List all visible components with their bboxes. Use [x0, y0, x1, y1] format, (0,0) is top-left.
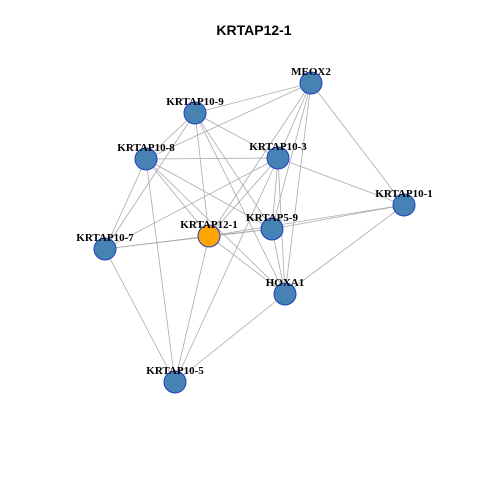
node-label-hoxa1: HOXA1	[266, 277, 305, 289]
graph-title: KRTAP12-1	[216, 22, 291, 38]
edge-krtap10-3-krtap10-1	[277, 157, 405, 206]
edge-krtap10-7-krtap10-5	[104, 248, 176, 383]
node-label-krtap10-8: KRTAP10-8	[117, 142, 175, 154]
edge-krtap10-3-krtap5-9	[271, 157, 279, 230]
node-krtap10-3	[266, 146, 290, 170]
edge-krtap10-9-hoxa1	[194, 112, 286, 295]
node-label-krtap10-7: KRTAP10-7	[76, 232, 134, 244]
edge-krtap10-8-krtap10-3	[145, 157, 279, 160]
edge-krtap10-9-krtap10-3	[194, 112, 279, 159]
edge-meox2-krtap10-8	[145, 82, 312, 160]
node-krtap5-9	[260, 217, 284, 241]
edge-krtap10-3-krtap10-5	[174, 157, 279, 383]
edge-krtap10-1-krtap5-9	[271, 204, 405, 230]
edge-krtap12-1-krtap10-5	[174, 235, 210, 383]
node-label-krtap10-5: KRTAP10-5	[146, 365, 204, 377]
edge-meox2-krtap10-9	[194, 82, 312, 114]
node-krtap10-1	[392, 193, 416, 217]
edge-krtap10-8-hoxa1	[145, 158, 286, 295]
node-meox2	[299, 71, 323, 95]
edge-krtap12-1-hoxa1	[208, 235, 286, 295]
edge-meox2-krtap10-1	[310, 82, 405, 206]
edge-krtap10-9-krtap5-9	[194, 112, 273, 230]
edge-krtap10-1-krtap12-1	[208, 204, 405, 237]
node-krtap10-9	[183, 101, 207, 125]
node-krtap10-7	[93, 237, 117, 261]
node-label-krtap10-9: KRTAP10-9	[166, 96, 224, 108]
edge-krtap10-3-krtap12-1	[208, 157, 279, 237]
node-hoxa1	[273, 282, 297, 306]
node-label-krtap5-9: KRTAP5-9	[246, 212, 298, 224]
node-krtap10-8	[134, 147, 158, 171]
edge-krtap10-1-hoxa1	[284, 204, 405, 295]
edge-krtap10-8-krtap12-1	[145, 158, 210, 237]
node-layer	[93, 71, 416, 394]
edge-hoxa1-krtap10-5	[174, 293, 286, 383]
node-label-krtap12-1: KRTAP12-1	[180, 219, 237, 231]
node-label-meox2: MEOX2	[291, 66, 331, 78]
edge-meox2-krtap5-9	[271, 82, 312, 230]
edge-layer	[104, 82, 405, 383]
node-krtap12-1	[197, 224, 221, 248]
edge-meox2-krtap12-1	[208, 82, 312, 237]
node-label-krtap10-1: KRTAP10-1	[375, 188, 432, 200]
edge-meox2-hoxa1	[284, 82, 312, 295]
edge-krtap10-9-krtap10-7	[104, 112, 196, 250]
edge-krtap10-9-krtap12-1	[194, 112, 210, 237]
node-label-krtap10-3: KRTAP10-3	[249, 141, 307, 153]
edge-krtap10-8-krtap10-5	[145, 158, 176, 383]
node-krtap10-5	[163, 370, 187, 394]
edge-krtap10-3-krtap10-7	[104, 157, 279, 250]
edge-meox2-krtap10-3	[277, 82, 312, 159]
edge-krtap10-8-krtap10-7	[104, 158, 147, 250]
